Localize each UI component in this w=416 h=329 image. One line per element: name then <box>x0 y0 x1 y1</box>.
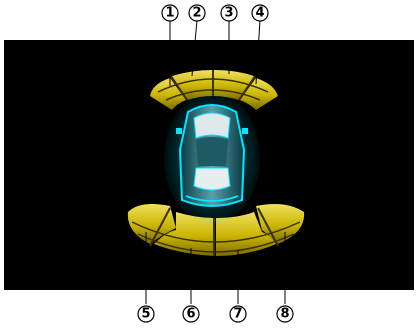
front-divider <box>238 76 256 101</box>
callout-4: 4 <box>251 4 269 22</box>
car-windshield <box>193 112 231 139</box>
svg-text:2: 2 <box>192 6 201 21</box>
rear-ring <box>137 233 295 253</box>
svg-text:1: 1 <box>165 6 174 21</box>
svg-text:4: 4 <box>255 6 264 21</box>
svg-text:3: 3 <box>224 6 233 21</box>
rear-divider <box>149 207 171 247</box>
car-rear-window <box>193 167 231 191</box>
callout-5: 5 <box>137 305 155 323</box>
front-zone-outer-right <box>240 78 278 110</box>
front-sensor-arc <box>150 70 278 110</box>
rear-sensor-arc <box>127 204 305 256</box>
callout-3: 3 <box>220 4 238 22</box>
callout-8: 8 <box>276 305 294 323</box>
car-bumper <box>185 195 239 202</box>
right-mirror <box>242 128 248 134</box>
front-ring <box>157 78 269 93</box>
front-ring <box>165 89 261 101</box>
callout-2: 2 <box>188 4 206 22</box>
car-top-view-icon <box>164 92 260 224</box>
front-callout-lines <box>169 19 261 86</box>
left-mirror <box>176 128 182 134</box>
callout-7: 7 <box>229 305 247 323</box>
rear-callout-lines <box>145 232 286 304</box>
rear-ring <box>131 221 301 243</box>
svg-text:5: 5 <box>141 307 150 322</box>
svg-text:7: 7 <box>233 307 242 322</box>
callout-6: 6 <box>182 305 200 323</box>
svg-text:8: 8 <box>280 307 289 322</box>
leader-line <box>255 19 261 85</box>
car-roof <box>196 137 228 166</box>
callout-1: 1 <box>161 4 179 22</box>
front-zone-inner-right <box>214 70 254 100</box>
front-zone-outer-left <box>150 78 186 110</box>
leader-line <box>191 19 198 77</box>
rear-zone-inner-right <box>216 212 276 256</box>
svg-text:6: 6 <box>186 307 195 322</box>
rear-divider <box>257 207 279 247</box>
front-zone-inner-left <box>172 70 212 100</box>
front-divider <box>170 76 188 101</box>
